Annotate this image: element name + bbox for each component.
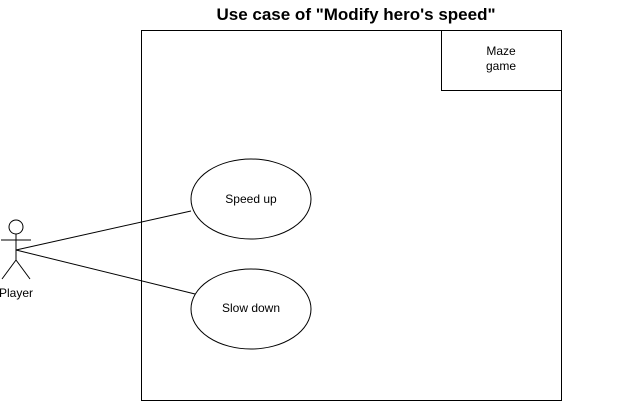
actor-right-leg — [15, 259, 31, 280]
use-case-speed-up[interactable] — [190, 158, 312, 240]
actor-label: Player — [0, 286, 33, 300]
actor-player-figure — [1, 219, 31, 280]
system-name-box — [441, 30, 562, 91]
use-case-speed-up-label: Speed up — [225, 192, 277, 206]
association-slow-down — [15, 249, 196, 295]
actor-left-leg — [1, 259, 17, 280]
use-case-slow-down[interactable] — [190, 268, 312, 350]
actor-head — [8, 219, 24, 235]
diagram-title: Use case of "Modify hero's speed" — [216, 5, 495, 24]
system-name-line2: game — [486, 59, 516, 73]
association-speed-up — [15, 210, 192, 251]
system-name-line1: Maze — [486, 44, 516, 58]
use-case-slow-down-label: Slow down — [222, 301, 280, 315]
